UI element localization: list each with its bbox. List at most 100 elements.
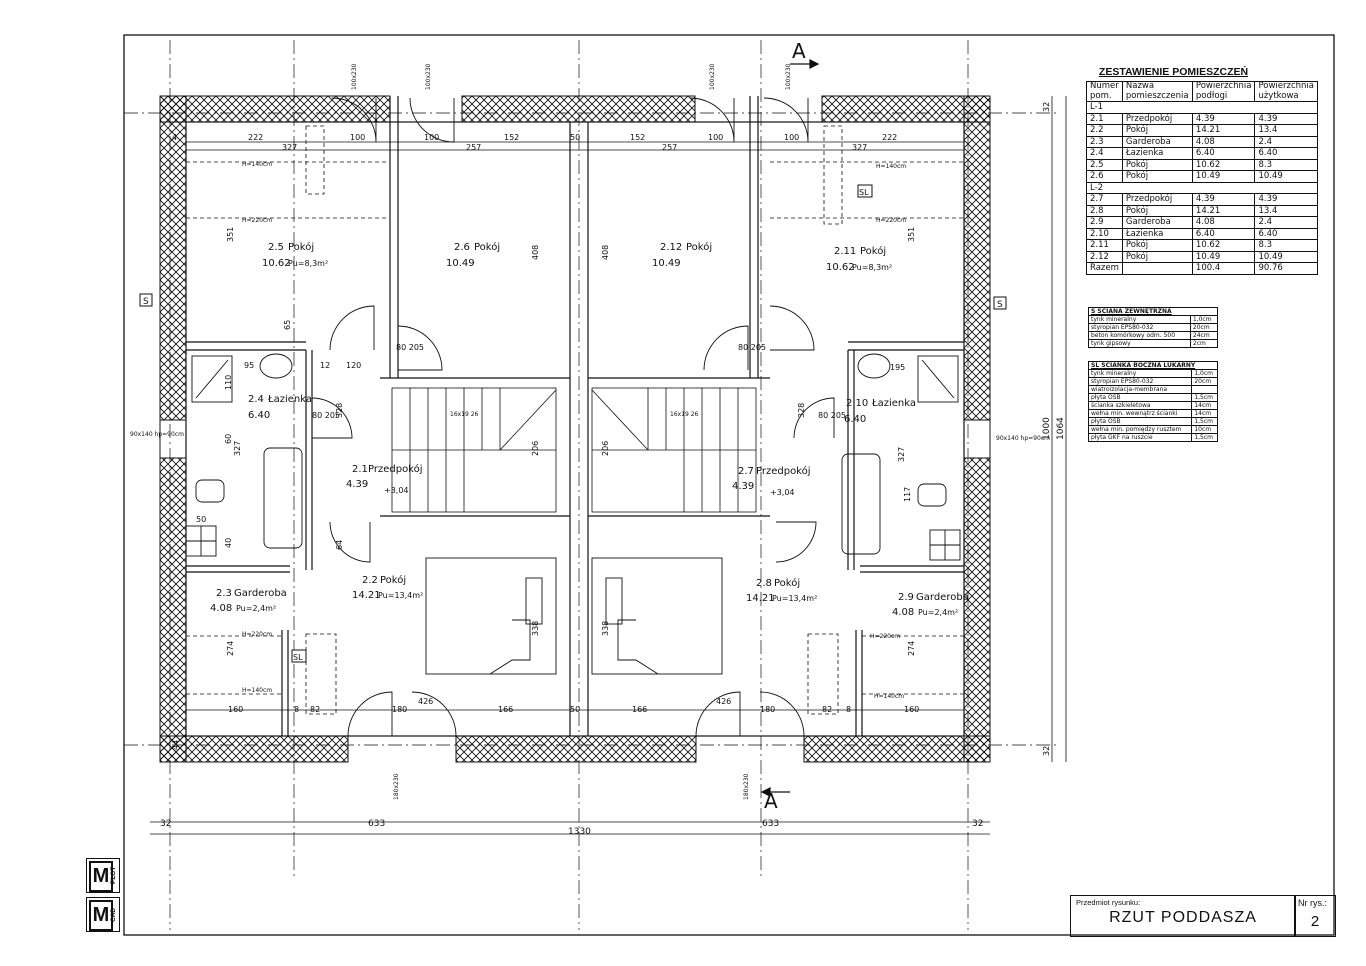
dim-v-2: 408 — [531, 245, 540, 260]
room-2-9-num: 2.9 — [898, 592, 914, 603]
room-2-7-name: Przedpokój — [756, 465, 811, 477]
dim-edge-bottom: 32 — [1042, 746, 1051, 756]
cell: 8.3 — [1254, 239, 1318, 252]
window-note-top-d: 100x230 — [785, 63, 792, 90]
cell: 4.39 — [1191, 193, 1256, 206]
section-label-top: A — [792, 39, 806, 63]
cell: Garderoba — [1121, 216, 1193, 229]
floor-level-left: +3,04 — [384, 486, 409, 495]
wall-side-table: SL ŚCIANKA BOCZNA LUKARNY tynk mineralny… — [1087, 361, 1218, 442]
room-2-2-name: Pokój — [380, 574, 406, 586]
dim-b-2: 8 — [294, 705, 299, 714]
dim-top-5: 257 — [466, 143, 481, 152]
window-note-top-b: 100x230 — [425, 63, 432, 90]
cell: 10.49 — [1191, 250, 1256, 263]
wall-side-title: SL ŚCIANKA BOCZNA LUKARNY — [1088, 361, 1218, 370]
cell: Pokój — [1121, 158, 1193, 171]
dim-b-13: 160 — [904, 705, 919, 714]
dim-total: 1330 — [568, 827, 591, 837]
dim-b-12: 8 — [846, 705, 851, 714]
outer-walls — [159, 95, 991, 763]
dim-top-13: 222 — [882, 133, 897, 142]
logo-mcad: M CAD — [86, 897, 120, 932]
cell: 14cm — [1191, 409, 1218, 418]
dim-edge-right: 32 — [972, 819, 983, 829]
cell: 2.3 — [1086, 135, 1123, 148]
cell: Łazienka — [1121, 147, 1193, 160]
room-2-6-name: Pokój — [474, 241, 500, 253]
dim-top-4: 100 — [424, 133, 439, 142]
cell: 10.62 — [1191, 239, 1256, 252]
height-note-c: H=140cm — [876, 163, 906, 170]
cell: 24cm — [1189, 331, 1219, 340]
col-header: Powierzchnia użytkowa — [1254, 81, 1318, 102]
cell: ścianka szkieletowa — [1087, 401, 1193, 410]
room-schedule-table: Numer pom. Nazwa pomieszczenia Powierzch… — [1086, 81, 1318, 275]
cell: 2.5 — [1086, 158, 1123, 171]
cell: 10.49 — [1254, 250, 1318, 263]
cell: Przedpokój — [1121, 112, 1193, 125]
cell: 13.4 — [1254, 204, 1318, 217]
room-2-5-name: Pokój — [288, 241, 314, 253]
height-note-f: H=140cm — [242, 687, 272, 694]
room-2-5-area: 10.62 — [262, 258, 291, 269]
window-note-top-a: 100x230 — [351, 63, 358, 90]
room-2-7-area: 4.39 — [732, 481, 754, 492]
cell: Razem — [1086, 262, 1123, 275]
wall-marker-right-box — [993, 296, 1007, 310]
cell: 2.7 — [1086, 193, 1123, 206]
cell: 6.40 — [1254, 147, 1318, 160]
dim-v-10: 206 — [601, 441, 610, 456]
dim-v-6: 328 — [797, 403, 806, 418]
section-label-bottom: A — [764, 789, 778, 813]
cell: 6.40 — [1191, 227, 1256, 240]
door-note-a: 80 205 — [396, 343, 424, 352]
wall-marker-right: S — [997, 300, 1003, 310]
cell: 2.11 — [1086, 239, 1123, 252]
cell: tynk mineralny — [1088, 315, 1191, 324]
group-label: L-2 — [1086, 181, 1318, 194]
wall-code: S — [1091, 308, 1096, 315]
dim-m-10: 64 — [335, 540, 344, 550]
room-2-9-name: Garderoba — [916, 592, 969, 603]
dim-half-right: 633 — [762, 819, 779, 829]
wall-marker-left: S — [143, 297, 149, 307]
dim-m-12: 338 — [531, 621, 540, 636]
title-block-subject: Przedmiot rysunku: RZUT PODDASZA — [1070, 895, 1296, 937]
cell: styropian EPS80-032 — [1087, 377, 1193, 386]
cell: wełna min. pomiędzy rusztem — [1087, 425, 1193, 434]
dim-m-2: 120 — [346, 361, 361, 370]
cell: 20cm — [1191, 377, 1218, 386]
cell: Pokój — [1121, 204, 1193, 217]
logo-word: PLOT — [110, 866, 117, 885]
table-header-row: S ŚCIANA ZEWNĘTRZNA — [1088, 307, 1218, 316]
cell: beton komórkowy odm. 500 — [1088, 331, 1191, 340]
room-2-4-area: 6.40 — [248, 410, 270, 421]
dim-v-7: 327 — [233, 441, 242, 456]
cell: 10.49 — [1191, 170, 1256, 183]
dim-m-5: 110 — [224, 375, 233, 390]
room-2-8-name: Pokój — [774, 577, 800, 589]
cell: 2.2 — [1086, 124, 1123, 137]
col-header: Numer pom. — [1086, 81, 1123, 102]
dim-misc: 95 120 12 65 110 60 50 40 117 64 195 338… — [171, 133, 912, 750]
cell: 2.4 — [1086, 147, 1123, 160]
dim-b-4: 180 — [392, 705, 407, 714]
cell: 4.39 — [1191, 112, 1256, 125]
dim-edge-top: 32 — [1042, 102, 1051, 112]
room-2-6-num: 2.6 — [454, 242, 470, 253]
dim-b-11: 82 — [822, 705, 832, 714]
col-header: Powierzchnia podłogi — [1191, 81, 1256, 102]
table-row: wiatroizolacja-membrana — [1087, 385, 1218, 394]
cell: 2.10 — [1086, 227, 1123, 240]
dim-top-3: 100 — [350, 133, 365, 142]
